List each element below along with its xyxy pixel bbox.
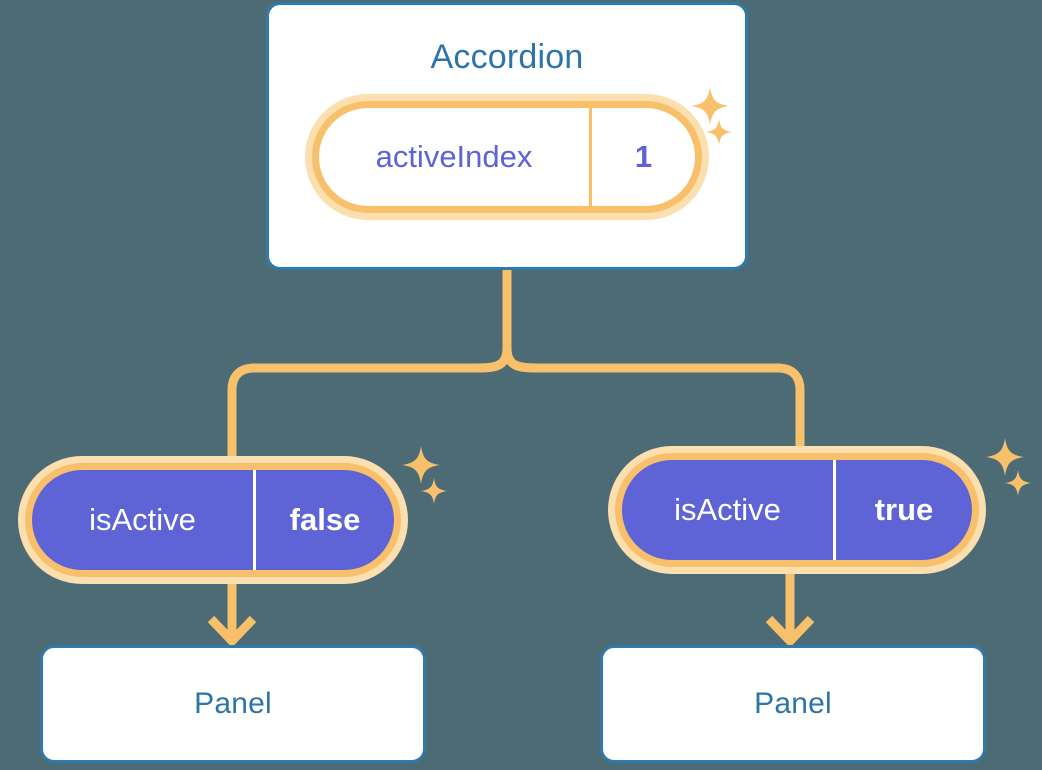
state-pill-ring: activeIndex 1 <box>312 101 702 213</box>
prop-pill-ring-left: isActive false <box>25 463 401 577</box>
state-pill-activeindex[interactable]: activeIndex 1 <box>305 94 709 220</box>
sparkle-icon-right-large <box>986 438 1024 476</box>
connector-branch-left <box>227 347 512 456</box>
arrow-head-right <box>765 615 815 648</box>
prop-pill-isactive-false[interactable]: isActive false <box>18 456 408 584</box>
component-title-accordion: Accordion <box>430 38 584 76</box>
prop-pill-value-left: false <box>289 502 361 537</box>
component-title-panel-left: Panel <box>194 687 272 720</box>
prop-pill-body-left: isActive false <box>32 470 394 570</box>
prop-pill-value-right: true <box>874 492 934 527</box>
sparkle-icon-left-large <box>402 446 440 484</box>
component-title-panel-right: Panel <box>754 687 832 720</box>
sparkle-icon-right-small <box>1005 470 1031 496</box>
prop-pill-body-right: isActive true <box>622 460 972 560</box>
state-pill-value: 1 <box>634 139 653 174</box>
state-pill-body: activeIndex 1 <box>319 108 695 206</box>
prop-pill-key-left: isActive <box>32 470 256 570</box>
prop-pill-isactive-true[interactable]: isActive true <box>608 446 986 574</box>
sparkle-icon-left-small <box>421 478 447 504</box>
arrow-head-left <box>207 615 257 648</box>
component-card-panel-left[interactable]: Panel <box>40 645 426 763</box>
prop-pill-ring-right: isActive true <box>615 453 979 567</box>
connector-branch-right <box>502 347 805 446</box>
component-card-panel-right[interactable]: Panel <box>600 645 986 763</box>
prop-pill-key-right: isActive <box>622 460 836 560</box>
state-pill-key: activeIndex <box>319 108 592 206</box>
